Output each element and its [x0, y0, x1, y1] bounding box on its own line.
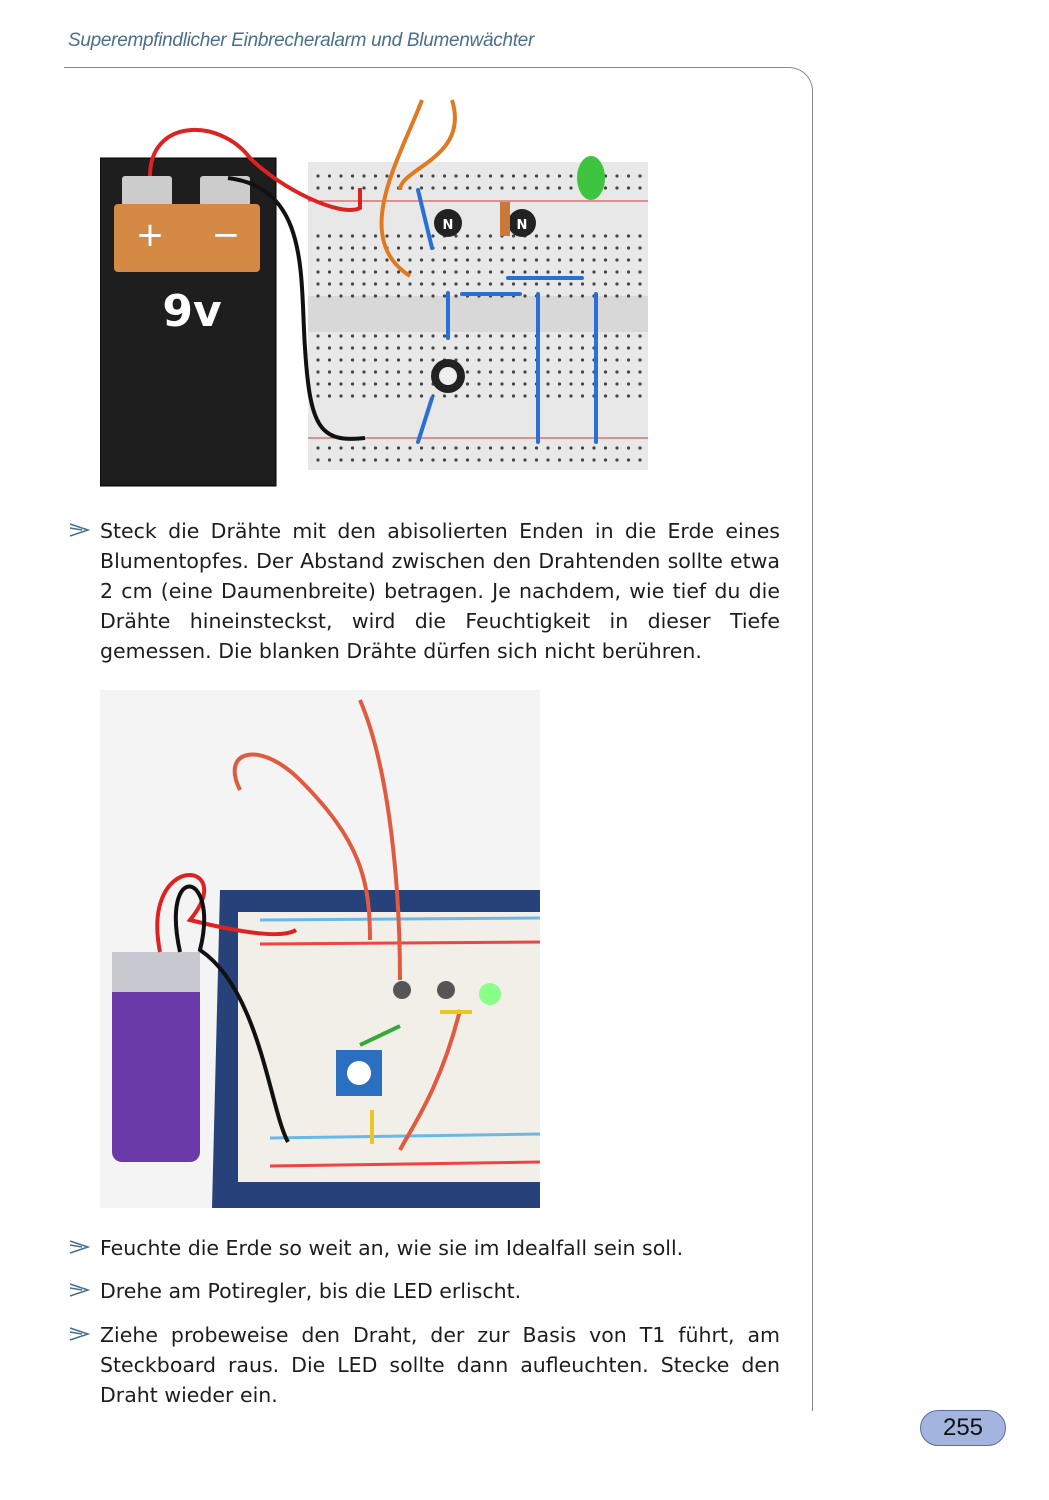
bullet-arrow-icon [69, 1327, 90, 1341]
transistor-t1-label: N [443, 218, 454, 233]
battery-plus: + [136, 215, 165, 255]
resistor [500, 202, 510, 236]
led-photo [479, 983, 501, 1005]
battery-minus: − [212, 215, 241, 255]
battery-terminal-minus [200, 176, 250, 206]
instruction-paragraph: Drehe am Potiregler, bis die LED erlisch… [100, 1279, 522, 1303]
transistor-t2 [508, 209, 536, 237]
circuit-photo [100, 690, 540, 1208]
battery-terminal-plus [122, 176, 172, 206]
instruction-paragraph: Feuchte die Erde so weit an, wie sie im … [100, 1236, 684, 1260]
instruction-paragraph: Ziehe probeweise den Draht, der zur Basi… [100, 1323, 780, 1407]
breadboard-diagram: + − 9v N N [100, 99, 648, 487]
transistor-t1 [434, 209, 462, 237]
wire-red [148, 128, 362, 212]
bullet-arrow-icon [69, 1283, 90, 1297]
page-frame-line [64, 67, 813, 1411]
blue-wires [416, 188, 598, 444]
battery-cap [114, 204, 260, 272]
wire-orange-1 [379, 99, 424, 278]
running-header: Superempfindlicher Einbrecheralarm und B… [68, 30, 534, 51]
battery-9v [112, 952, 200, 1162]
breadboard-photo [238, 912, 540, 1182]
transistor-t2-label: N [517, 218, 528, 233]
wire-orange-2 [398, 99, 457, 191]
instruction-paragraph: Steck die Drähte mit den abisolierten En… [100, 519, 780, 663]
led-green [577, 156, 605, 200]
transistor-photo-2 [437, 981, 455, 999]
page-number: 255 [920, 1410, 1006, 1446]
wire-black [227, 176, 366, 441]
transistor-photo-1 [393, 981, 411, 999]
battery-label: 9v [162, 286, 222, 337]
bullet-arrow-icon [69, 1240, 90, 1254]
bullet-arrow-icon [69, 523, 90, 537]
